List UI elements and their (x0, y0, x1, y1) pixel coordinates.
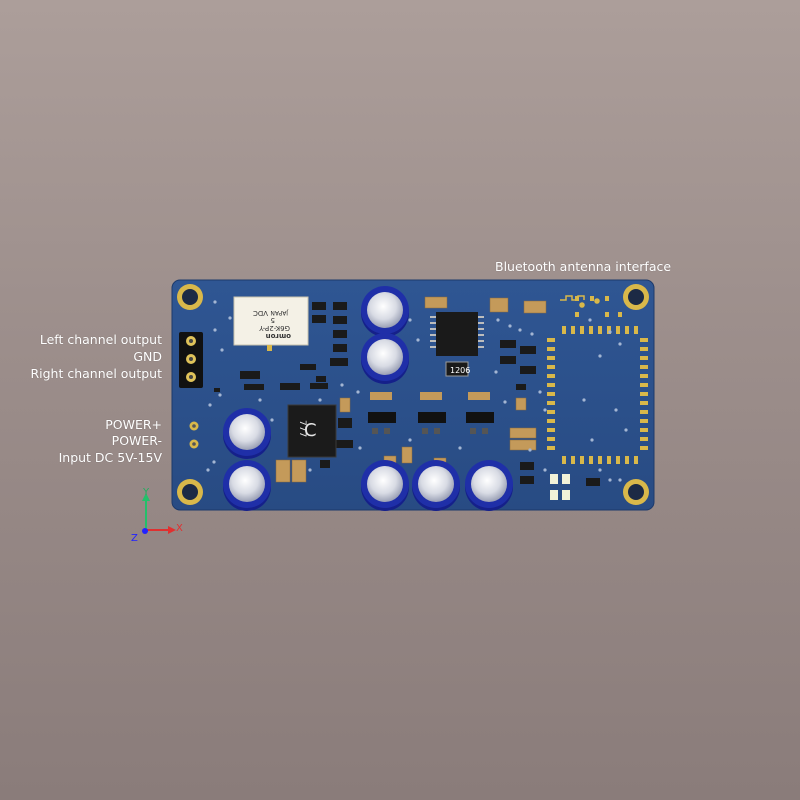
bluetooth-antenna-label: Bluetooth antenna interface (495, 259, 672, 274)
axis-triad (142, 493, 176, 534)
relay-unit: VDC (253, 309, 268, 317)
power-minus-label: POWER- (111, 433, 162, 448)
audio-output-header (179, 332, 203, 388)
electrolytic-capacitor (465, 460, 513, 511)
vias (206, 300, 628, 482)
axis-y-label: Y (143, 487, 150, 498)
axis-x-label: X (176, 523, 183, 534)
bt-pad-row-top (547, 296, 648, 464)
power-plus-label: POWER+ (105, 417, 162, 432)
mounting-holes (177, 284, 649, 505)
axis-z-label: Z (131, 533, 138, 544)
gnd-label: GND (133, 349, 162, 364)
electrolytic-capacitor (361, 286, 409, 337)
chip-marking: 1206 (450, 366, 470, 375)
right-channel-label: Right channel output (30, 366, 162, 381)
chip-resistor: 1206 (445, 361, 470, 377)
ceramic-capacitors (275, 296, 547, 483)
relay: omron G6K-2P-Y 5 VDC JAPAN (233, 296, 309, 346)
electrolytic-capacitor (223, 460, 271, 511)
leds (550, 474, 600, 500)
relay-model: G6K-2P-Y (259, 324, 290, 332)
bluetooth-module (547, 295, 648, 464)
left-channel-label: Left channel output (39, 332, 162, 347)
relay-origin: JAPAN (270, 309, 289, 316)
electrolytic-capacitor (361, 333, 409, 384)
electrolytic-capacitor (361, 460, 409, 511)
transistor-groups (368, 392, 494, 434)
relay-voltage: 5 (271, 316, 275, 324)
relay-brand: omron (266, 332, 291, 340)
inductor-marking: 777 (297, 420, 307, 437)
electrolytic-capacitor (223, 408, 271, 459)
power-pads (189, 421, 199, 449)
smd-components (214, 302, 536, 484)
main-ic (430, 312, 484, 356)
electrolytic-capacitor (412, 460, 460, 511)
electrolytic-capacitors (223, 286, 513, 511)
power-inductor: C 777 (287, 404, 337, 458)
inductor-letter: C (304, 420, 317, 441)
bt-antenna (560, 295, 600, 308)
input-dc-label: Input DC 5V-15V (58, 450, 162, 465)
